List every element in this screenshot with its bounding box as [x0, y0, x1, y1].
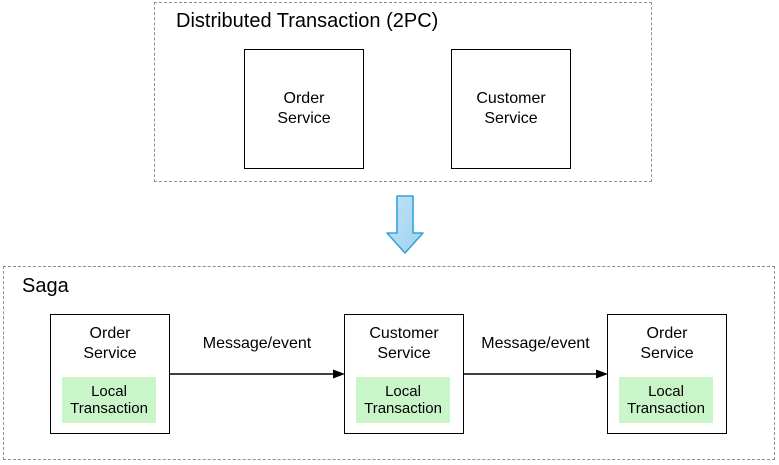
down-block-arrow-icon: [386, 195, 424, 254]
local-transaction-box: Local Transaction: [356, 377, 450, 423]
node-label: Customer Service: [476, 90, 546, 127]
node-order-service: Order Service: [244, 49, 364, 169]
local-transaction-box: Local Transaction: [619, 377, 713, 423]
node-label: Order Service: [640, 325, 694, 362]
node-label: Order Service: [277, 90, 331, 127]
node-customer-service: Customer Service: [451, 49, 571, 169]
node-label: Order Service: [83, 325, 137, 362]
message-event-arrow-2: [464, 369, 608, 379]
message-event-label-2: Message/event: [481, 335, 590, 352]
node-order-service-2: Order Service Local Transaction: [607, 314, 727, 434]
group-distributed-transaction-2pc: Distributed Transaction (2PC) Order Serv…: [154, 2, 652, 182]
group-title-2pc: Distributed Transaction (2PC): [176, 10, 439, 32]
local-transaction-label: Local Transaction: [364, 383, 442, 417]
group-saga: Saga Order Service Local Transaction Mes…: [3, 266, 775, 460]
message-event-arrow-1: [170, 369, 345, 379]
local-transaction-box: Local Transaction: [62, 377, 156, 423]
node-customer-service: Customer Service Local Transaction: [344, 314, 464, 434]
local-transaction-label: Local Transaction: [70, 383, 148, 417]
local-transaction-label: Local Transaction: [627, 383, 705, 417]
message-event-label-1: Message/event: [202, 335, 312, 352]
node-label: Customer Service: [369, 325, 439, 362]
group-title-saga: Saga: [22, 275, 69, 297]
node-order-service-1: Order Service Local Transaction: [50, 314, 170, 434]
